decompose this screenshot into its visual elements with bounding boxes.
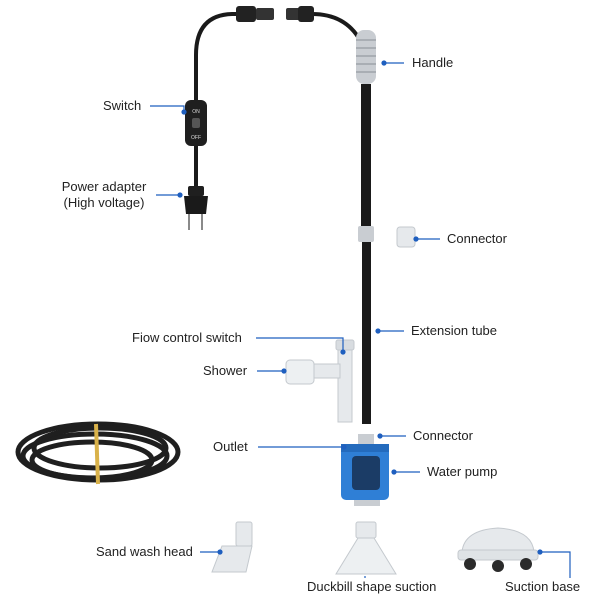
- sand-wash-head: [211, 521, 253, 573]
- label-connector-top: Connector: [447, 231, 507, 246]
- power-plug: [184, 186, 208, 230]
- label-power-adapter-line2: (High voltage): [63, 195, 145, 210]
- label-power-adapter: Power adapter (High voltage): [52, 179, 156, 211]
- label-water-pump: Water pump: [427, 464, 498, 479]
- handle: [356, 30, 376, 84]
- label-power-adapter-line1: Power adapter: [61, 179, 147, 194]
- label-duckbill-suction: Duckbill shape suction: [307, 579, 437, 594]
- duckbill-suction: [335, 521, 397, 575]
- tube-connector: [358, 226, 374, 242]
- shower-outlet-pipe: [285, 339, 355, 423]
- label-switch: Switch: [103, 98, 142, 113]
- leader-lines: [150, 60, 571, 578]
- cable-connector-left: [236, 6, 274, 22]
- cable-connector-right: [286, 6, 314, 22]
- switch-on-text: ON: [192, 109, 200, 115]
- label-handle: Handle: [412, 55, 454, 70]
- label-suction-base: Suction base: [505, 579, 581, 594]
- label-shower: Shower: [203, 363, 248, 378]
- label-flow-control-switch: Fiow control switch: [132, 330, 242, 345]
- coiled-hose: [15, 421, 181, 485]
- inline-switch: ON OFF: [185, 100, 207, 146]
- label-sand-wash-head: Sand wash head: [96, 544, 193, 559]
- loose-connector: [396, 226, 416, 248]
- label-extension-tube: Extension tube: [411, 323, 498, 338]
- switch-off-text: OFF: [191, 135, 201, 141]
- extension-tube-lower: [362, 242, 371, 424]
- power-cord-right: [311, 12, 362, 42]
- label-outlet: Outlet: [213, 439, 248, 454]
- water-pump: [341, 434, 389, 506]
- power-cord: [194, 12, 248, 190]
- label-connector-bottom: Connector: [413, 428, 473, 443]
- suction-base: [457, 527, 539, 572]
- extension-tube-upper: [361, 84, 371, 228]
